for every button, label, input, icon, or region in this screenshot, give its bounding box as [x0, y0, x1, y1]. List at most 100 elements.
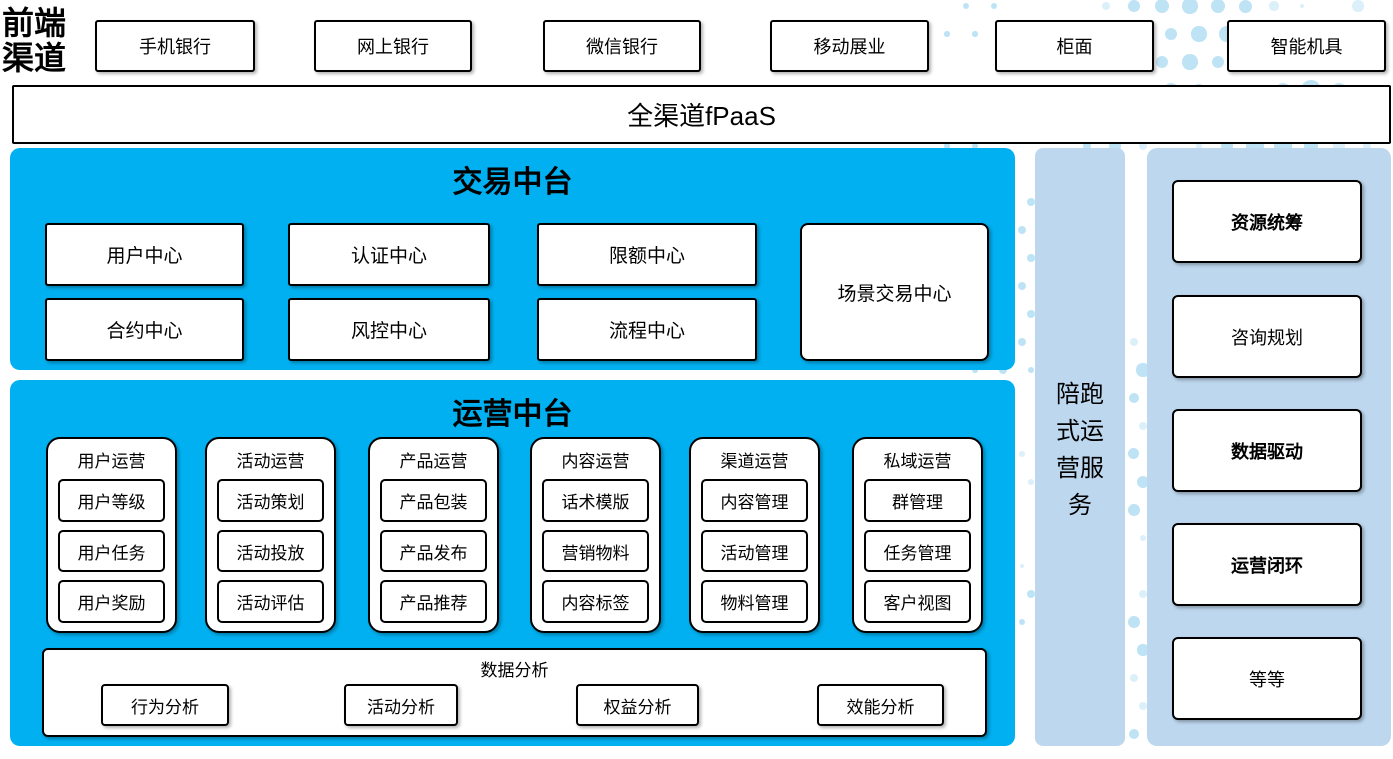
op-item-box: 内容标签 [542, 580, 649, 624]
op-item-box: 活动策划 [217, 479, 324, 522]
decorative-dot [1182, 54, 1198, 70]
op-item-box: 用户奖励 [58, 580, 165, 624]
trade-platform-section: 交易中台 用户中心 认证中心 限额中心 合约中心 风控中心 流程中心 场景交易中… [10, 148, 1015, 370]
channel-box-smart-machine: 智能机具 [1227, 20, 1386, 72]
decorative-dot [1017, 225, 1027, 235]
trade-center-auth: 认证中心 [288, 223, 490, 286]
op-column-title: 内容运营 [561, 452, 630, 471]
panel-box-consulting-planning: 咨询规划 [1172, 295, 1362, 378]
decorative-dot [1026, 589, 1036, 599]
decorative-dot [1128, 504, 1140, 516]
panel-box-resource-planning: 资源统筹 [1172, 180, 1362, 263]
op-item-box: 活动评估 [217, 580, 324, 624]
service-capability-panel: 资源统筹 咨询规划 数据驱动 运营闭环 等等 [1147, 148, 1391, 746]
decorative-dot [1018, 618, 1026, 626]
decorative-dot [1138, 589, 1148, 599]
op-item-box: 活动投放 [217, 529, 324, 573]
decorative-dot [990, 2, 998, 10]
op-item-box: 群管理 [864, 479, 971, 522]
panel-box-operation-loop: 运营闭环 [1172, 523, 1362, 606]
op-column-title: 用户运营 [77, 452, 146, 471]
decorative-dot [1027, 254, 1035, 262]
front-channels-label: 前端渠道 [2, 5, 67, 76]
channel-box-online-banking: 网上银行 [314, 20, 472, 72]
decorative-dot [1239, 0, 1253, 13]
decorative-dot [972, 31, 978, 37]
op-item-box: 客户视图 [864, 580, 971, 624]
decorative-dot [1139, 534, 1147, 542]
op-column-user-operation: 用户运营 用户等级 用户任务 用户奖励 [46, 437, 177, 633]
trade-center-risk: 风控中心 [288, 298, 490, 361]
decorative-dot [1139, 142, 1147, 150]
decorative-dot [1136, 475, 1150, 489]
decorative-dot [962, 2, 970, 10]
decorative-dot [1196, 143, 1202, 149]
decorative-dot [1191, 26, 1207, 42]
decorative-dot [1164, 27, 1178, 41]
analysis-item-efficiency: 效能分析 [817, 684, 944, 726]
decorative-dot [1129, 673, 1139, 683]
decorative-dot [1028, 479, 1034, 485]
op-item-box: 产品推荐 [380, 580, 487, 624]
decorative-dot [1128, 728, 1140, 740]
decorative-dot [1129, 337, 1139, 347]
op-column-private-domain-operation: 私域运营 群管理 任务管理 客户视图 [852, 437, 983, 633]
decorative-dot [1017, 281, 1027, 291]
decorative-dot [1137, 644, 1149, 656]
decorative-dot [1211, 55, 1225, 69]
trade-center-limit: 限额中心 [537, 223, 757, 286]
decorative-dot [944, 31, 950, 37]
trade-center-process: 流程中心 [537, 298, 757, 361]
decorative-dot [1182, 0, 1198, 14]
analysis-item-activity: 活动分析 [344, 684, 458, 726]
analysis-item-benefit: 权益分析 [576, 684, 699, 726]
trade-center-user: 用户中心 [45, 223, 244, 286]
op-item-box: 物料管理 [701, 580, 808, 624]
decorative-dot [1026, 309, 1036, 319]
decorative-dot [1210, 0, 1226, 14]
decorative-dot [1138, 421, 1148, 431]
panel-box-etc: 等等 [1172, 637, 1362, 720]
op-item-box: 用户任务 [58, 529, 165, 573]
decorative-dot [1154, 0, 1170, 14]
decorative-dot [1128, 616, 1140, 628]
side-service-bar: 陪跑式运营服务 [1035, 148, 1125, 746]
op-column-title: 私域运营 [883, 452, 952, 471]
decorative-dot [1155, 55, 1169, 69]
decorative-dot [1352, 0, 1364, 12]
decorative-dot [1139, 702, 1147, 710]
decorative-dot [1128, 448, 1140, 460]
decorative-dot [1136, 363, 1150, 377]
op-column-activity-operation: 活动运营 活动策划 活动投放 活动评估 [205, 437, 336, 633]
decorative-dot [944, 143, 950, 149]
op-item-box: 用户等级 [58, 479, 165, 522]
operation-platform-title: 运营中台 [452, 398, 573, 431]
op-item-box: 话术模版 [542, 479, 649, 522]
op-item-box: 活动管理 [701, 529, 808, 573]
channel-box-mobile-outreach: 移动展业 [770, 20, 929, 72]
op-column-title: 活动运营 [236, 452, 305, 471]
op-item-box: 任务管理 [864, 529, 971, 573]
op-item-box: 产品发布 [380, 529, 487, 573]
trade-center-contract: 合约中心 [45, 298, 244, 361]
decorative-dot [1019, 563, 1025, 569]
decorative-dot [1129, 393, 1139, 403]
decorative-dot [972, 143, 978, 149]
channel-box-mobile-banking: 手机银行 [95, 20, 255, 72]
op-column-content-operation: 内容运营 话术模版 营销物料 内容标签 [530, 437, 661, 633]
side-service-label: 陪跑式运营服务 [1056, 381, 1104, 519]
decorative-dot [1026, 197, 1036, 207]
decorative-dot [1017, 337, 1027, 347]
decorative-dot [1362, 141, 1372, 151]
op-item-box: 内容管理 [701, 479, 808, 522]
analysis-item-behavior: 行为分析 [101, 684, 229, 726]
channel-box-counter: 柜面 [995, 20, 1154, 72]
decorative-dot [1109, 140, 1121, 152]
op-column-title: 渠道运营 [720, 452, 789, 471]
op-column-product-operation: 产品运营 产品包装 产品发布 产品推荐 [368, 437, 499, 633]
decorative-dot [1269, 1, 1279, 11]
data-analysis-panel: 数据分析 行为分析 活动分析 权益分析 效能分析 [42, 648, 987, 737]
trade-platform-title: 交易中台 [452, 166, 573, 199]
channel-box-wechat-banking: 微信银行 [543, 20, 701, 72]
